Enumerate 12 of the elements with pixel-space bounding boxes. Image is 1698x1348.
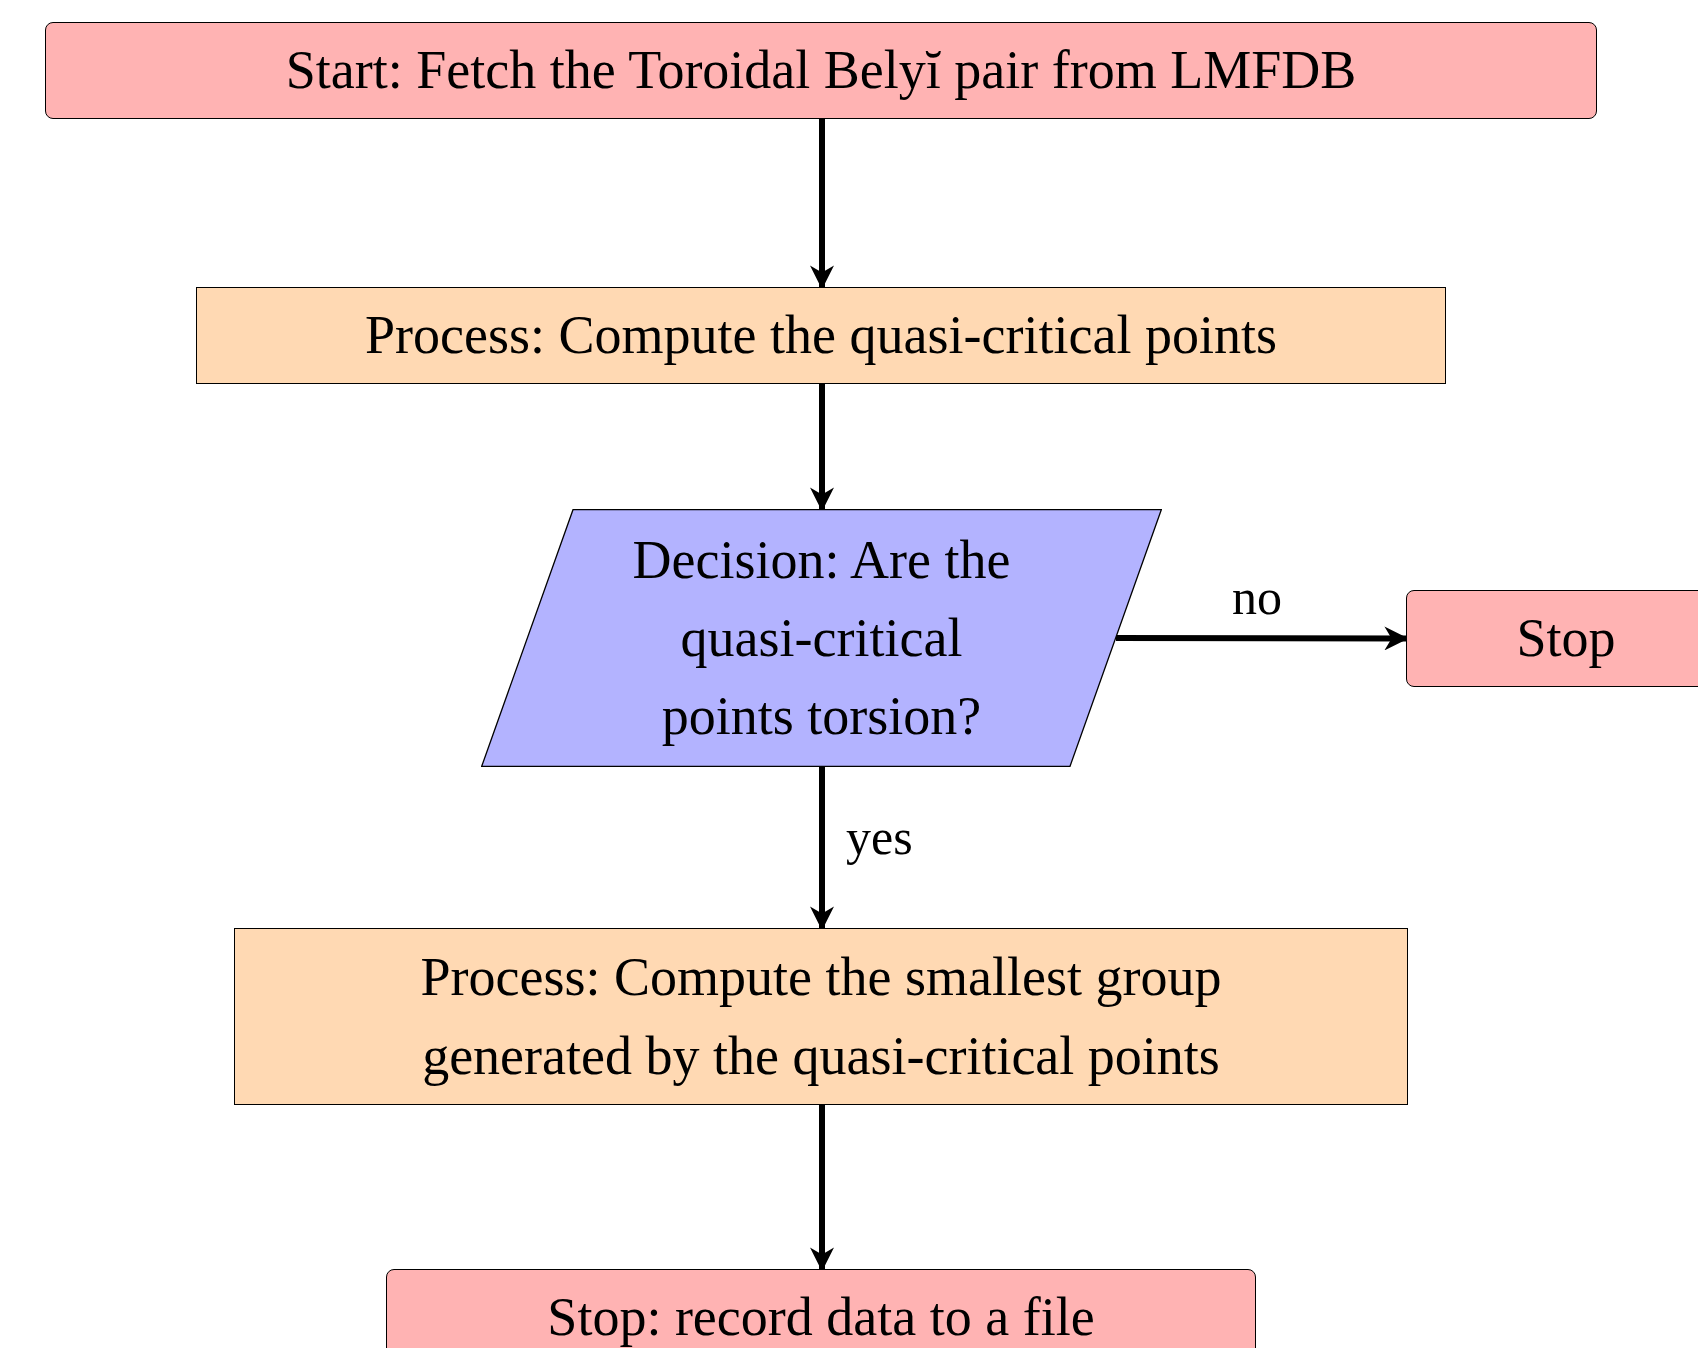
decision-parallelogram (481, 509, 1162, 767)
node-label: Stop (1516, 607, 1616, 671)
node-label: Process: Compute the quasi-critical points (365, 304, 1277, 368)
terminal-box (1406, 590, 1698, 687)
process-box (234, 928, 1408, 1105)
node-label: Process: Compute the smallest group generated by the quasi-critical points (419, 946, 1223, 1088)
node-label: Decision: Are the quasi-critical points torsion? (631, 528, 1012, 749)
node-label: Stop: record data to a file (547, 1286, 1095, 1348)
terminal-box (45, 22, 1597, 119)
node-label: Start: Fetch the Toroidal Belyĭ pair from LMFDB (285, 39, 1357, 103)
terminal-box (386, 1269, 1256, 1348)
process-box (196, 287, 1446, 384)
